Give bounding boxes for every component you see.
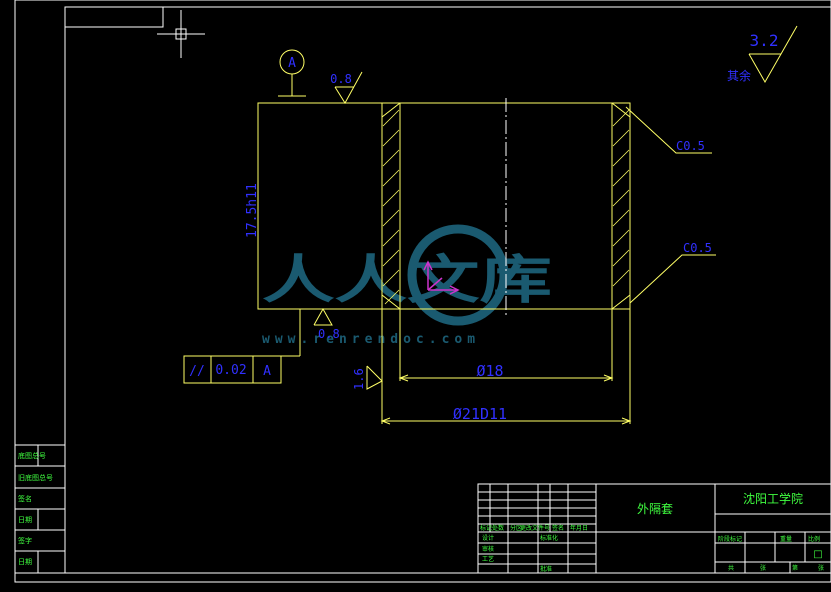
- tb-label-change-doc: 更改文件号: [520, 524, 550, 532]
- tb-label-process: 工艺: [482, 555, 494, 563]
- outer-diameter-dim-lines: [380, 309, 632, 425]
- tb-label-design: 设计: [482, 534, 494, 542]
- side-table: [14, 444, 66, 574]
- tb-label-review: 审核: [482, 545, 494, 553]
- watermark-url: www.renrendoc.com: [262, 332, 480, 347]
- side-label-2: 旧底图总号: [18, 473, 53, 482]
- tb-label-total: 共: [728, 564, 734, 572]
- school-name: 沈阳工学院: [743, 491, 803, 506]
- tolerance-value: 0.02: [215, 363, 246, 378]
- tb-label-count: 处数: [492, 524, 504, 532]
- tb-label-stage: 阶段标记: [718, 535, 742, 543]
- roughness-side-symbol: [366, 365, 383, 390]
- datum-letter: A: [288, 56, 296, 71]
- tb-label-nth: 第: [792, 564, 798, 572]
- roughness-top-symbol: [334, 71, 363, 104]
- side-label-4: 日期: [18, 516, 32, 524]
- roughness-general-symbol: [748, 25, 798, 84]
- side-label-1: 底图总号: [18, 451, 46, 460]
- tb-label-weight: 重量: [780, 535, 792, 543]
- inner-diameter-label: Ø18: [476, 362, 503, 380]
- part-name: 外隔套: [637, 502, 673, 516]
- side-label-3: 签名: [18, 494, 32, 503]
- title-block: [477, 483, 831, 574]
- ucs-axis-icon: [423, 260, 460, 295]
- title-block-labels: 外隔套 沈阳工学院 标记 处数 分区 更改文件号 签名 年月日 设计 标准化 审…: [480, 491, 824, 573]
- roughness-bottom-value: 0.8: [318, 327, 340, 341]
- height-dimension: 17.5h11: [245, 183, 260, 238]
- section-hatching-right: [612, 109, 630, 287]
- roughness-top-value: 0.8: [330, 72, 352, 86]
- tb-symbol: □: [813, 549, 822, 560]
- tolerance-datum: A: [263, 364, 271, 379]
- roughness-general-note: 其余: [727, 68, 751, 83]
- tb-label-approve: 批准: [540, 565, 552, 573]
- roughness-general-value: 3.2: [750, 31, 779, 50]
- roughness-side-value: 1.6: [352, 368, 366, 390]
- outer-diameter-label: Ø21D11: [453, 405, 507, 423]
- side-label-5: 签字: [18, 536, 32, 545]
- tb-label-date: 年月日: [570, 524, 588, 532]
- watermark-logo-text: 人人文库: [262, 251, 552, 311]
- tb-label-sign: 签名: [552, 524, 564, 532]
- crosshair-cursor: [157, 10, 205, 58]
- tb-label-zone: 分区: [510, 524, 522, 532]
- tb-label-standard: 标准化: [540, 534, 558, 542]
- chamfer-upper-label: C0.5: [676, 139, 705, 153]
- tb-label-scale: 比例: [808, 535, 820, 543]
- chamfer-lower-label: C0.5: [683, 241, 712, 255]
- watermark: 人人文库 www.renrendoc.com: [262, 224, 552, 347]
- tolerance-symbol: //: [189, 364, 205, 379]
- tolerance-frame: [183, 355, 282, 384]
- side-table-labels: 底图总号 旧底图总号 签名 日期 签字 日期: [18, 451, 53, 566]
- section-hatching-left: [382, 109, 400, 305]
- chamfer-leaders: [625, 106, 716, 304]
- roughness-bottom-symbol: [281, 307, 333, 357]
- datum-symbol: A: [278, 49, 306, 97]
- tb-label-sheet2: 张: [818, 564, 824, 572]
- inner-diameter-dim-lines: [398, 309, 614, 382]
- drawing-frame: [14, 0, 831, 583]
- tb-label-sheet1: 张: [760, 564, 766, 572]
- part-geometry: [257, 102, 631, 310]
- tb-label-mark: 标记: [480, 524, 492, 532]
- side-label-6: 日期: [18, 558, 32, 566]
